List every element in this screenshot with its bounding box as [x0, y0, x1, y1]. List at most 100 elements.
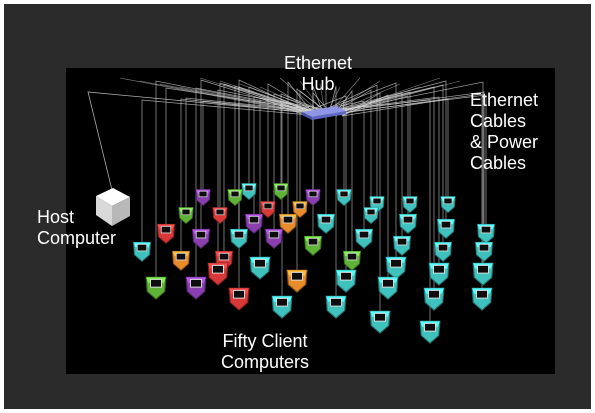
cable-line: [287, 81, 314, 215]
cable-line: [119, 77, 301, 113]
client-computer-icon: [191, 228, 211, 250]
cable-line: [141, 99, 310, 243]
client-computer-icon: [472, 262, 494, 286]
host-computer-icon: [96, 188, 130, 226]
client-computer-icon: [241, 183, 257, 201]
client-computer-icon: [260, 201, 276, 219]
cable-line: [319, 82, 397, 258]
host-label-line2: Computer: [37, 228, 117, 248]
cable-line: [328, 85, 337, 297]
client-computer-icon: [398, 213, 418, 235]
client-computer-icon: [185, 276, 207, 300]
cable-line: [179, 86, 308, 113]
clients-label-line2: Computers: [220, 352, 310, 372]
cable-line: [238, 79, 318, 289]
cable-line: [259, 86, 318, 113]
client-computer-icon: [303, 235, 323, 257]
host-label-line1: Host: [37, 207, 75, 227]
cables-label-line2: Cables: [470, 111, 527, 131]
client-computer-icon: [249, 256, 271, 280]
cable-line: [321, 84, 444, 243]
cables-label-line4: Cables: [470, 153, 527, 173]
client-computer-icon: [156, 223, 176, 245]
cables-group: [87, 77, 487, 322]
cable-line: [319, 83, 326, 113]
cable-line: [342, 93, 483, 289]
cables-label-line3: & Power: [470, 132, 539, 152]
client-computer-icon: [342, 250, 362, 272]
client-computer-icon: [178, 207, 194, 225]
cable-line: [342, 80, 461, 113]
cable-line: [314, 99, 431, 322]
cable-line: [219, 82, 315, 208]
cable-line: [311, 80, 447, 220]
hub-label: Ethernet Hub: [268, 53, 368, 95]
client-computers-group: [132, 183, 496, 344]
client-computer-icon: [423, 287, 445, 311]
client-computer-icon: [145, 276, 167, 300]
cable-line: [326, 89, 372, 208]
client-computer-icon: [335, 269, 357, 293]
cable-line: [195, 87, 332, 278]
cable-line: [279, 77, 321, 113]
ethernet-hub-icon: [302, 106, 346, 120]
cable-line: [219, 80, 313, 113]
cables-label: Ethernet Cables & Power Cables: [470, 90, 538, 174]
client-computer-icon: [385, 256, 407, 280]
client-computer-icon: [132, 241, 152, 263]
client-computer-icon: [292, 201, 308, 219]
client-computer-icon: [433, 241, 453, 263]
cable-line: [334, 83, 401, 113]
client-computer-icon: [363, 207, 379, 225]
clients-label-line1: Fifty Client: [222, 331, 308, 351]
client-computer-icon: [436, 218, 456, 240]
client-computer-icon: [229, 228, 249, 250]
cable-line: [343, 94, 389, 278]
cable-line: [341, 98, 449, 197]
cable-line: [334, 91, 485, 243]
client-computer-icon: [278, 213, 298, 235]
cable-line: [332, 80, 381, 113]
client-computer-icon: [325, 295, 347, 319]
client-computer-icon: [402, 196, 418, 214]
client-computer-icon: [440, 196, 456, 214]
cable-line: [341, 92, 381, 312]
client-computer-icon: [264, 228, 284, 250]
client-computer-icon: [207, 262, 229, 286]
client-computer-icon: [476, 223, 496, 245]
client-computer-icon: [286, 269, 308, 293]
client-computer-icon: [369, 310, 391, 334]
client-computer-icon: [195, 189, 211, 207]
cable-line: [239, 83, 316, 113]
client-computer-icon: [392, 235, 412, 257]
client-computer-icon: [228, 287, 250, 311]
client-computer-icon: [273, 183, 289, 201]
cable-line: [337, 86, 421, 113]
hub-label-line2: Hub: [301, 74, 335, 94]
client-computer-icon: [305, 189, 321, 207]
clients-label: Fifty Client Computers: [200, 331, 330, 373]
cable-line: [199, 77, 311, 113]
client-computer-icon: [474, 241, 494, 263]
cable-line: [312, 85, 324, 237]
cable-line: [339, 77, 441, 113]
cable-line: [299, 80, 323, 113]
client-computer-icon: [244, 213, 264, 235]
client-computer-icon: [336, 189, 352, 207]
client-computer-icon: [271, 295, 293, 319]
host-label: Host Computer: [37, 207, 116, 249]
hub-label-line1: Ethernet: [283, 53, 353, 73]
client-computer-icon: [428, 262, 450, 286]
cable-line: [139, 80, 303, 113]
client-computer-icon: [316, 213, 336, 235]
client-computer-icon: [471, 287, 493, 311]
client-computer-icon: [354, 228, 374, 250]
client-computer-icon: [227, 189, 243, 207]
cable-line: [159, 83, 306, 113]
cables-label-line1: Ethernet: [470, 90, 539, 110]
client-computer-icon: [377, 276, 399, 300]
host-cable-line: [87, 91, 303, 191]
client-computer-icon: [419, 320, 441, 344]
cable-line: [309, 100, 365, 230]
